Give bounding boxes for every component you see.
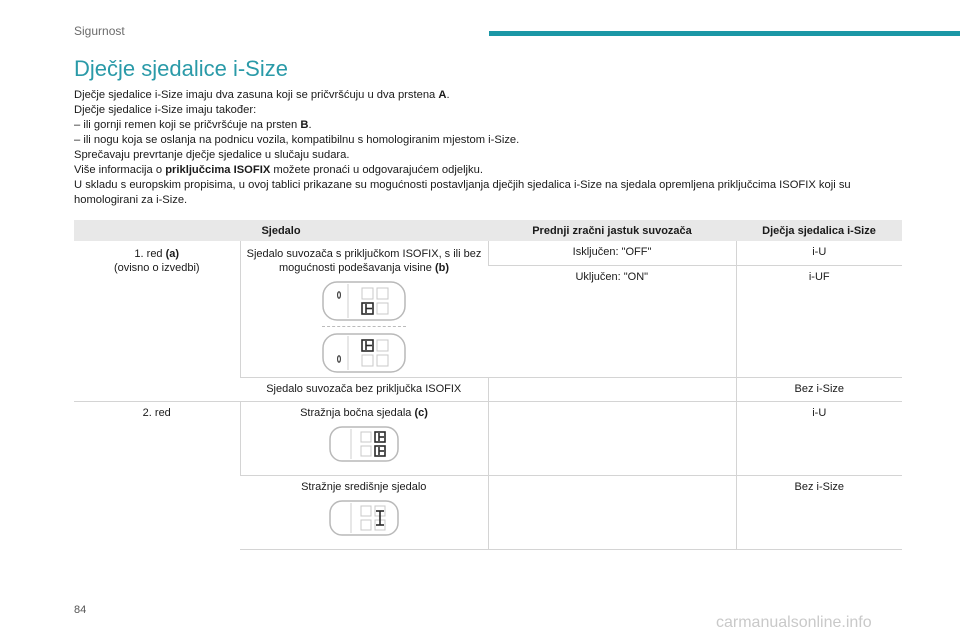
text: Sjedalo suvozača s priključkom ISOFIX, s…: [246, 248, 482, 274]
airbag-on: Uključen: "ON": [488, 264, 736, 378]
table-row: Sjedalo suvozača bez priključka ISOFIX B…: [74, 377, 902, 402]
note-c: (c): [414, 407, 428, 419]
text: 1. red: [134, 248, 166, 260]
note-a: (a): [165, 248, 180, 260]
table-header-row: Sjedalo Prednji zračni jastuk suvozača D…: [74, 220, 902, 241]
car-front-passenger-seat-raised-icon: [322, 333, 406, 373]
icon-divider: [322, 326, 406, 327]
column-header-seat: Sjedalo: [74, 220, 488, 241]
text: .: [446, 89, 450, 101]
isize-seat-table: Sjedalo Prednji zračni jastuk suvozača D…: [74, 220, 902, 550]
value-iu: i-U: [735, 401, 902, 476]
text: Stražnje središnje sjedalo: [301, 481, 427, 493]
paragraph-support-leg: – ili nogu koja se oslanja na podnicu vo…: [74, 134, 520, 146]
seat-passenger-isofix: Sjedalo suvozača s priključkom ISOFIX, s…: [239, 241, 488, 378]
text: .: [308, 119, 312, 131]
airbag-off: Isključen: "OFF": [487, 241, 736, 266]
text: (ovisno o izvedbi): [113, 262, 200, 274]
text: Više informacija o: [74, 164, 166, 176]
text: Stražnja bočna sjedala: [300, 407, 415, 419]
section-label: Sigurnost: [74, 24, 125, 38]
row-label-second-row: 2. red: [74, 401, 240, 550]
ring-a-label: A: [438, 89, 447, 101]
car-rear-center-seat-icon: [329, 500, 399, 536]
seat-rear-center: Stražnje središnje sjedalo: [240, 475, 488, 550]
row-label-first-row: 1. red (a) (ovisno o izvedbi): [74, 241, 240, 402]
intro-text: Dječje sjedalice i-Size imaju dva zasuna…: [74, 88, 904, 208]
page-title: Dječje sjedalice i-Size: [74, 56, 288, 81]
paragraph-also: Dječje sjedalice i-Size imaju također:: [74, 104, 257, 116]
isofix-link-text: priključcima ISOFIX: [165, 164, 271, 176]
table-row: 2. red Stražnja bočna sjedala (c) i-U: [74, 401, 902, 550]
page-number: 84: [74, 604, 87, 616]
paragraph-isofix-ref: Više informacija o priključcima ISOFIX m…: [74, 163, 904, 178]
section-accent-bar: [489, 31, 960, 36]
car-front-passenger-seat-icon: [322, 281, 406, 321]
table-row: Uključen: "ON" i-UF: [74, 264, 902, 378]
value-no-isize: Bez i-Size: [735, 377, 902, 402]
value-iuf: i-UF: [735, 264, 902, 378]
airbag-empty: [487, 377, 736, 402]
paragraph-latches: Dječje sjedalice i-Size imaju dva zasuna…: [74, 88, 904, 103]
text: – ili gornji remen koji se pričvršćuje n…: [74, 119, 301, 131]
watermark: carmanualsonline.info: [716, 614, 872, 631]
ring-b-label: B: [300, 119, 309, 131]
column-header-child-seat: Dječja sjedalica i-Size: [736, 220, 902, 241]
value-iu: i-U: [735, 241, 902, 266]
paragraph-top-tether: – ili gornji remen koji se pričvršćuje n…: [74, 118, 904, 133]
table-row: 1. red (a) (ovisno o izvedbi) Sjedalo su…: [74, 241, 902, 378]
text: Dječje sjedalice i-Size imaju dva zasuna…: [74, 89, 439, 101]
car-rear-side-seats-icon: [329, 426, 399, 462]
text: možete pronaći u odgovarajućem odjeljku.: [270, 164, 483, 176]
paragraph-regulations: U skladu s europskim propisima, u ovoj t…: [74, 179, 851, 206]
airbag-empty: [487, 475, 736, 550]
seat-rear-side: Stražnja bočna sjedala (c): [239, 401, 488, 476]
seat-passenger-no-isofix: Sjedalo suvozača bez priključka ISOFIX: [240, 377, 488, 402]
note-b: (b): [434, 262, 449, 274]
paragraph-rotation: Sprečavaju prevrtanje dječje sjedalice u…: [74, 149, 350, 161]
column-header-airbag: Prednji zračni jastuk suvozača: [488, 220, 736, 241]
table-row: Stražnje središnje sjedalo Bez i-Size: [74, 475, 902, 550]
airbag-empty: [487, 401, 736, 476]
value-no-isize: Bez i-Size: [735, 475, 902, 550]
